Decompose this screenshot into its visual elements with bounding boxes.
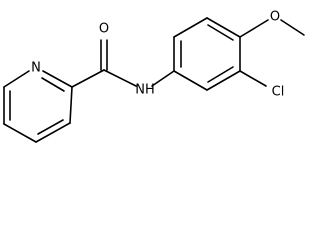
chemical-structure: O N NH O Cl: [3, 10, 305, 143]
bond-methoxy-o-ch3: [280, 19, 305, 36]
bond-c5-c4: [3, 123, 37, 143]
bond-double-inner-3: [37, 119, 64, 135]
amide-linker: [71, 39, 175, 88]
benzene-ring: [173, 17, 241, 91]
bond-aryl-cl: [239, 70, 267, 87]
pyridine-ring: [3, 70, 73, 143]
atom-label-pyridine-nitrogen: N: [31, 61, 41, 76]
atom-label-methoxy-oxygen: O: [270, 10, 280, 25]
bond-carbonyl-nh: [103, 69, 137, 87]
atom-label-carbonyl-oxygen: O: [99, 22, 109, 37]
bond-double-inner-1: [41, 77, 65, 92]
bond-n1-c6: [3, 70, 30, 88]
bond-b3-b4: [206, 17, 241, 38]
bond-c2-n1: [42, 70, 73, 88]
bond-aryl-methoxy-o: [239, 19, 269, 38]
bond-benzene-inner-3: [207, 66, 234, 83]
bond-b2-b3: [173, 17, 208, 38]
bond-c2-carbonyl: [71, 69, 105, 88]
bond-b5-b6: [206, 70, 241, 91]
bond-c4-c3: [35, 122, 71, 143]
bond-c3-c2: [69, 86, 73, 124]
atom-label-chlorine: Cl: [272, 85, 285, 100]
bond-b6-b1: [173, 70, 208, 91]
substituents: [239, 19, 305, 87]
bond-benzene-inner-2: [207, 24, 234, 41]
bond-nh-aryl: [151, 70, 175, 87]
atom-label-amide-nh: NH: [135, 83, 155, 98]
